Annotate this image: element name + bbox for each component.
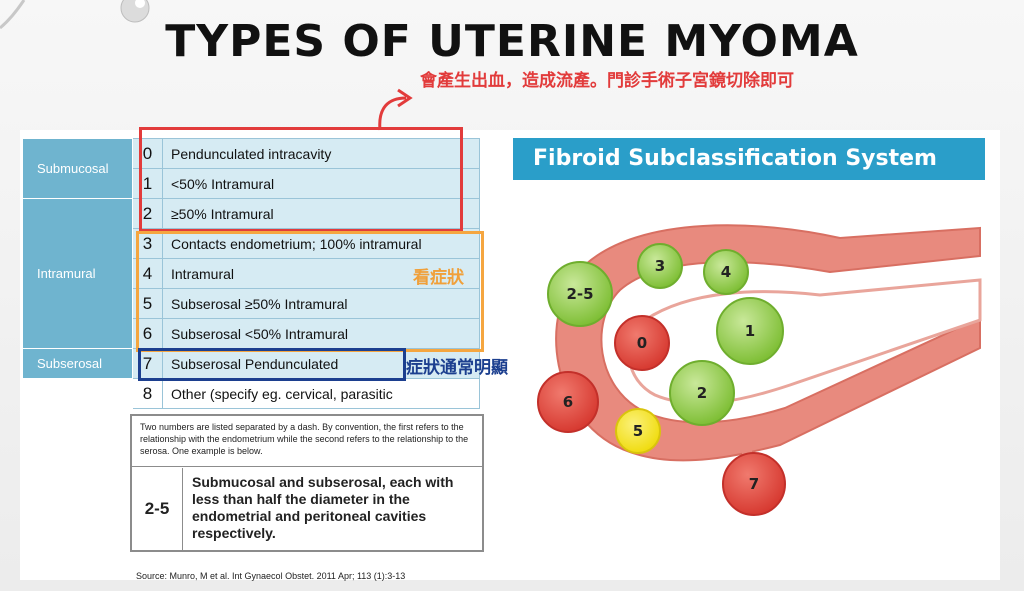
row-number: 1 <box>132 168 163 199</box>
fibroid-0-label: 0 <box>637 334 647 352</box>
fibroid-7-label: 7 <box>749 475 759 493</box>
arrow-path <box>378 96 407 131</box>
highlight-box-orange <box>136 231 484 352</box>
table-row: 4 Intramural <box>23 258 480 289</box>
explanation-description: Submucosal and subserosal, each with les… <box>192 474 454 541</box>
fibroid-3 <box>637 243 683 289</box>
curved-arrow-icon <box>378 88 413 131</box>
row-number: 2 <box>132 198 163 229</box>
decorative-bubbles <box>0 0 150 30</box>
fibroid-5 <box>615 408 661 454</box>
row-description: Other (specify eg. cervical, parasitic <box>162 378 480 409</box>
row-description: Subserosal <50% Intramural <box>162 318 480 349</box>
explanation-code: 2-5 <box>132 468 183 550</box>
fibroid-3-label: 3 <box>655 257 665 275</box>
note-red: 會產生出血，造成流產。門診手術子宮鏡切除即可 <box>420 71 794 91</box>
fibroid-2-5-label: 2-5 <box>566 285 593 303</box>
fibroid-7-stalk <box>742 435 752 465</box>
table-row: Intramural 2 ≥50% Intramural <box>22 198 480 349</box>
row-description: <50% Intramural <box>162 168 480 199</box>
row-description: Subserosal Pendunculated <box>162 348 480 379</box>
explanation-box: Two numbers are listed separated by a da… <box>130 414 484 552</box>
row-description: ≥50% Intramural <box>162 198 480 229</box>
category-subserosal: Subserosal <box>22 348 133 379</box>
fibroid-7 <box>722 452 786 516</box>
table-row: 1 <50% Intramural <box>23 168 480 199</box>
fibroid-0 <box>614 315 670 371</box>
arrow-head <box>397 88 413 108</box>
fibroid-6 <box>537 371 599 433</box>
fibroid-1-label: 1 <box>745 322 755 340</box>
fibroid-6-label: 6 <box>563 393 573 411</box>
fibroid-1 <box>716 297 784 365</box>
table-row: Subserosal 7 Subserosal Pendunculated <box>22 348 480 379</box>
explanation-note: Two numbers are listed separated by a da… <box>140 422 469 456</box>
row-number: 7 <box>132 348 163 379</box>
category-intramural: Intramural <box>22 198 133 349</box>
fibroid-2-label: 2 <box>697 384 707 402</box>
page-title: TYPES OF UTERINE MYOMA <box>165 16 859 67</box>
row-description: Intramural <box>162 258 480 289</box>
fibroid-2-5 <box>547 261 613 327</box>
bubble <box>135 0 145 8</box>
classification-table: Submucosal 0 Pendunculated intracavity 1… <box>22 138 480 409</box>
label-orange: 看症狀 <box>413 268 464 288</box>
fibroid-2 <box>669 360 735 426</box>
diagram-banner: Fibroid Subclassification System <box>513 138 985 180</box>
table-row: 8 Other (specify eg. cervical, parasitic <box>22 378 480 409</box>
explanation-divider <box>132 466 482 467</box>
highlight-box-red <box>139 127 463 232</box>
table-row: Submucosal 0 Pendunculated intracavity <box>22 138 480 199</box>
table-row: 6 Subserosal <50% Intramural <box>23 318 480 349</box>
bubble-arc <box>0 0 26 30</box>
row-description: Pendunculated intracavity <box>162 138 480 169</box>
fibroid-5-label: 5 <box>633 422 643 440</box>
fibroid-4-label: 4 <box>721 263 731 281</box>
category-submucosal: Submucosal <box>22 138 133 199</box>
uterus-wall <box>555 224 981 462</box>
highlight-box-blue <box>138 348 406 381</box>
source-citation: Source: Munro, M et al. Int Gynaecol Obs… <box>136 571 406 581</box>
label-blue: 症狀通常明顯 <box>406 358 508 378</box>
fibroid-4 <box>703 249 749 295</box>
category-blank <box>22 378 133 409</box>
row-number: 8 <box>132 378 163 409</box>
fibroid-diagram: 3 4 2-5 1 0 2 6 5 7 <box>537 224 982 516</box>
